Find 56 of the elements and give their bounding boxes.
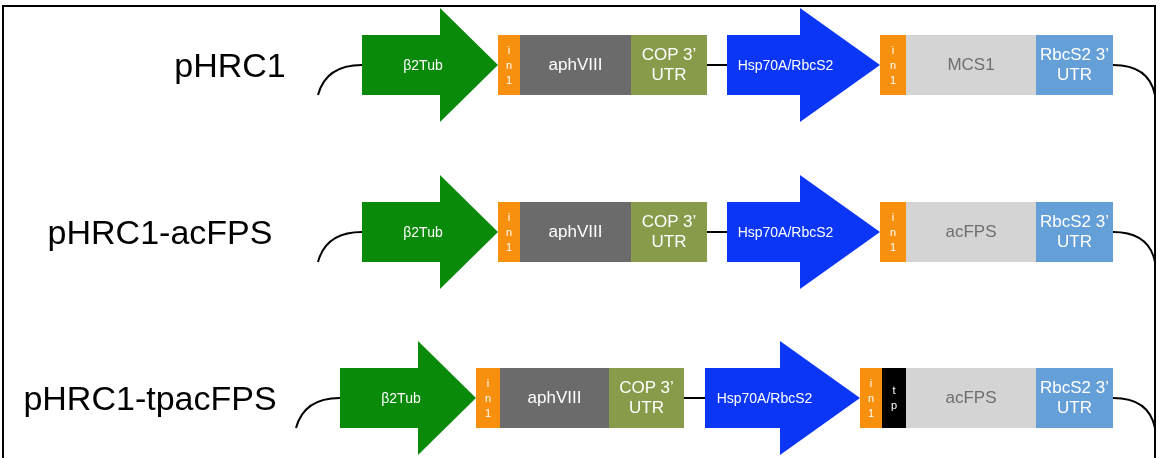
segment-label: COP 3’ UTR <box>640 43 698 86</box>
promoter-segment <box>362 175 498 289</box>
construct-name: pHRC1-acFPS <box>47 212 273 252</box>
segment-label: aphVIII <box>547 220 604 243</box>
segment-label: β2Tub <box>380 388 422 408</box>
segment-label: β2Tub <box>402 55 444 75</box>
backbone-line <box>706 64 728 66</box>
segment-label: aphVIII <box>526 386 583 409</box>
segment-label: COP 3’ UTR <box>640 210 698 253</box>
segment-label: in1 <box>505 42 513 88</box>
gene-segment <box>1036 35 1113 95</box>
segment-label: Hsp70A/RbcS2 <box>715 388 814 408</box>
construct-name: pHRC1 <box>174 45 286 85</box>
segment-label: β2Tub <box>402 222 444 242</box>
segment-label: RbcS2 3’ UTR <box>1039 376 1110 419</box>
segment-label: COP 3’ UTR <box>618 376 675 419</box>
segment-label: in1 <box>867 375 875 421</box>
gene-segment <box>609 368 684 428</box>
segment-label: aphVIII <box>547 53 604 76</box>
intron-segment <box>476 368 500 428</box>
segment-label: Hsp70A/RbcS2 <box>736 55 835 75</box>
segment-label: RbcS2 3’ UTR <box>1039 210 1110 253</box>
segment-label: acFPS <box>944 386 998 409</box>
gene-segment <box>520 202 631 262</box>
backbone-line <box>706 231 728 233</box>
gene-segment <box>906 368 1036 428</box>
backbone-line <box>683 397 706 399</box>
promoter-segment <box>362 8 498 122</box>
intron-segment <box>880 35 906 95</box>
intron-segment <box>498 35 520 95</box>
intron-segment <box>882 368 906 428</box>
segment-label: acFPS <box>944 220 998 243</box>
gene-segment <box>500 368 609 428</box>
intron-segment <box>498 202 520 262</box>
segment-label: RbcS2 3’ UTR <box>1039 43 1110 86</box>
intron-segment <box>860 368 882 428</box>
segment-label: in1 <box>889 209 897 255</box>
gene-segment <box>631 202 707 262</box>
segment-label: MCS1 <box>946 53 996 76</box>
gene-segment <box>520 35 631 95</box>
promoter-segment <box>340 341 476 455</box>
gene-segment <box>906 35 1036 95</box>
segment-label: Hsp70A/RbcS2 <box>736 222 835 242</box>
intron-segment <box>880 202 906 262</box>
gene-segment <box>631 35 707 95</box>
promoter-segment <box>705 341 860 455</box>
promoter-segment <box>727 8 880 122</box>
construct-name: pHRC1-tpacFPS <box>23 378 277 418</box>
segment-label: in1 <box>889 42 897 88</box>
gene-segment <box>1036 202 1113 262</box>
segment-label: in1 <box>505 209 513 255</box>
gene-segment <box>1036 368 1113 428</box>
promoter-segment <box>727 175 880 289</box>
gene-segment <box>906 202 1036 262</box>
segment-label: in1 <box>484 375 492 421</box>
segment-label: tp <box>890 383 898 413</box>
